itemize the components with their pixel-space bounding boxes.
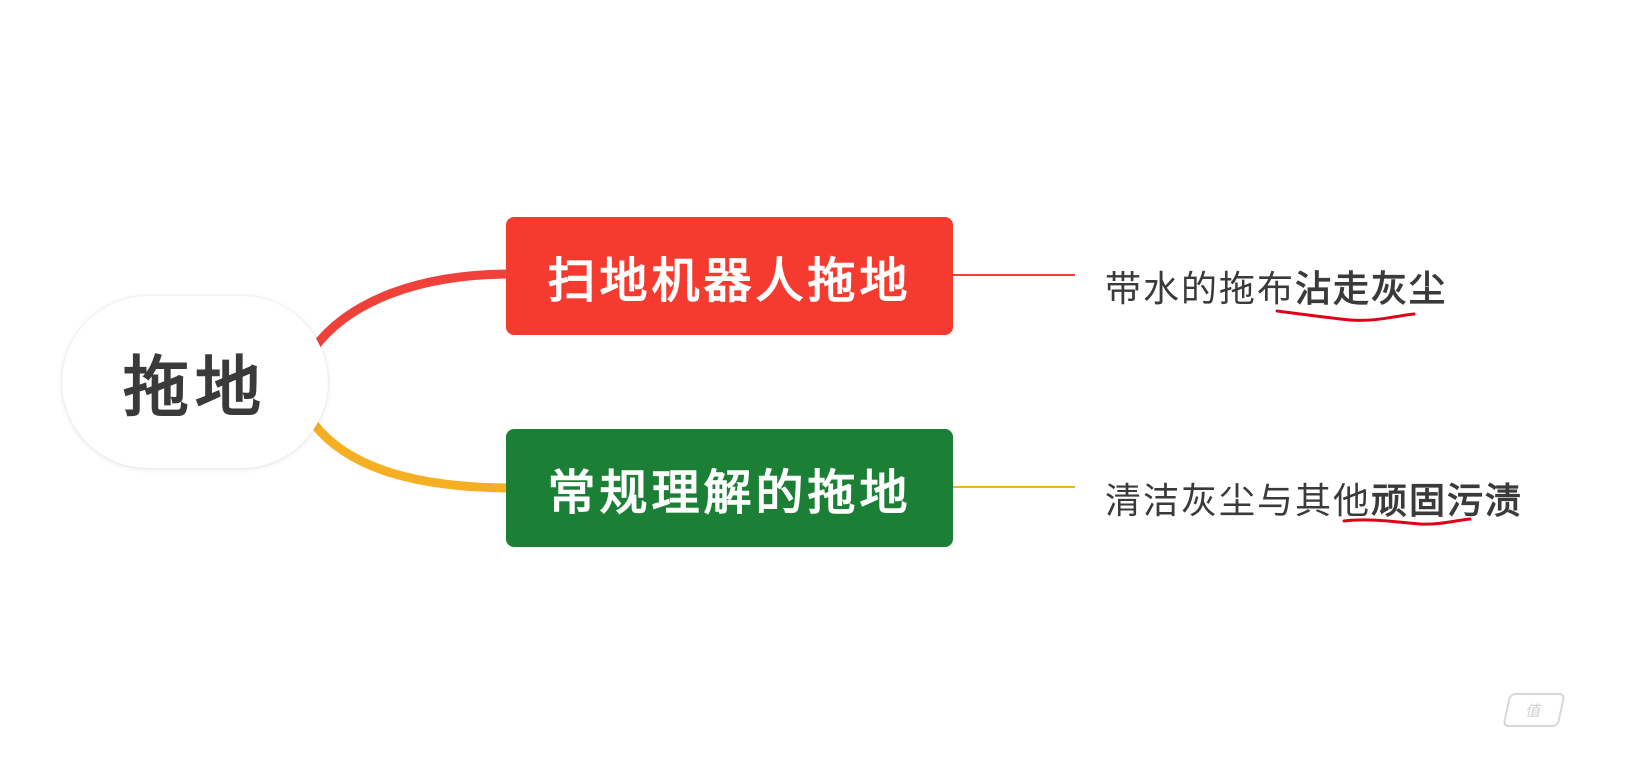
leaf-emphasis: 沾走灰尘: [1295, 269, 1448, 310]
root-node-label: 拖地: [123, 349, 267, 426]
leaf-node-robot-mopping: 带水的拖布沾走灰尘: [1105, 260, 1447, 312]
branch-1-curve: [310, 269, 507, 351]
branch-2-curve: [310, 421, 507, 493]
branch-node-label: 扫地机器人拖地: [547, 253, 912, 309]
leaf-emphasis: 顽固污渍: [1371, 481, 1524, 522]
branch-node-conventional-mopping: 常规理解的拖地: [506, 429, 953, 547]
leaf-2-underline: [1342, 517, 1472, 526]
branch-node-robot-mopping: 扫地机器人拖地: [506, 217, 953, 335]
watermark-text: 值: [1524, 701, 1544, 720]
root-node: 拖地: [62, 296, 328, 468]
leaf-node-conventional-mopping: 清洁灰尘与其他顽固污渍: [1105, 472, 1523, 524]
branch-node-label: 常规理解的拖地: [547, 465, 912, 521]
smzdm-logo-icon: 值: [1502, 693, 1566, 727]
leaf-1-underline: [1275, 309, 1416, 322]
leaf-text: 清洁灰尘与其他: [1105, 481, 1372, 522]
leaf-text: 带水的拖布: [1105, 269, 1296, 310]
